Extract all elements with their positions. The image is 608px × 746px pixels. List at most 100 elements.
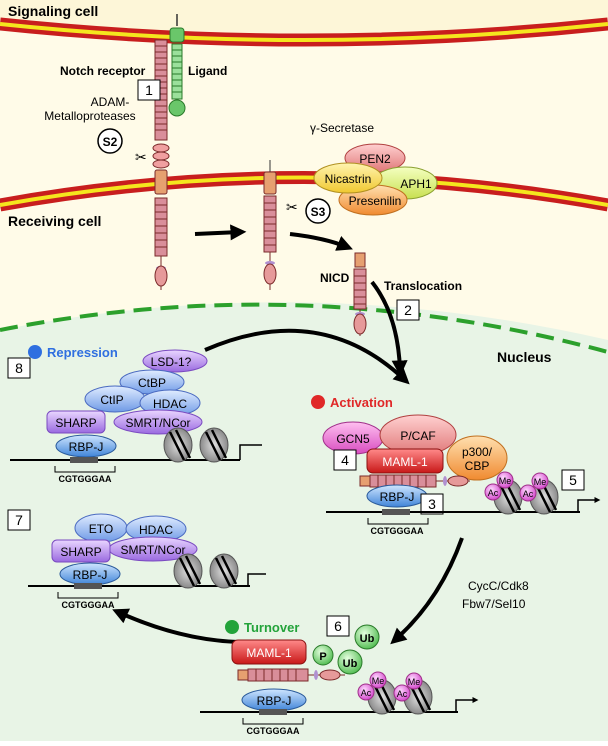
rbpj-label-eto: RBP-J [73, 568, 108, 582]
step-number-2: 2 [404, 302, 412, 318]
turnover-label: Turnover [244, 620, 299, 635]
p300-label-line1: p300/ [462, 445, 493, 459]
motif-repression: CGTGGGAA [59, 474, 112, 484]
sharp-protein-eto [51, 539, 111, 563]
histone-marks-turnover: Me Ac Me Ac [357, 671, 423, 702]
p300-label-line2: CBP [465, 459, 490, 473]
histone-marks-activation: Me Ac Me Ac [484, 471, 549, 502]
s3-release-arrow [289, 232, 353, 251]
ligand-label: Ligand [188, 64, 227, 78]
ubiquitin-1 [354, 624, 380, 650]
ub-label-2: Ub [343, 658, 358, 670]
signaling-membrane [0, 17, 608, 47]
s2-site-label: S2 [103, 135, 118, 149]
return-arrow [112, 608, 239, 644]
step-number-3: 3 [428, 496, 436, 512]
nicd-label: NICD [320, 271, 350, 285]
step-box-2 [396, 299, 420, 321]
sharp-protein-repression [46, 410, 106, 434]
smrt-label-repression: SMRT/NCor [125, 416, 190, 430]
s2-site-circle [97, 128, 123, 154]
cycc-label: CycC/Cdk8 [468, 579, 529, 593]
processing-arrow [194, 224, 247, 241]
motif-activation: CGTGGGAA [371, 526, 424, 536]
step-box-4 [333, 449, 357, 471]
maml-protein-turnover [231, 639, 307, 665]
smrt-label-eto: SMRT/NCor [120, 543, 185, 557]
lsd1-label: LSD-1? [151, 355, 192, 369]
ctip-label: CtIP [100, 393, 123, 407]
me-label-a2: Me [534, 477, 547, 487]
pen2-label: PEN2 [359, 152, 391, 166]
lsd1-protein [142, 349, 208, 373]
maml-label-turnover: MAML-1 [246, 646, 292, 660]
derepression-arrow [204, 328, 410, 385]
fbw7-label: Fbw7/Sel10 [462, 597, 526, 611]
adam-label-line2: Metalloproteases [44, 109, 135, 123]
ac-label-a1: Ac [488, 488, 499, 498]
maml-label-activation: MAML-1 [382, 455, 428, 469]
rbpj-label-turnover: RBP-J [257, 694, 292, 708]
step-number-6: 6 [334, 618, 342, 634]
step-number-7: 7 [15, 512, 23, 528]
p300-protein [446, 435, 508, 481]
step-box-6 [326, 615, 350, 637]
ac-label-t2: Ac [397, 689, 408, 699]
presenilin-label: Presenilin [349, 194, 402, 208]
ac-label-a2: Ac [523, 489, 534, 499]
turnover-dot [225, 620, 239, 634]
ac-label-t1: Ac [361, 688, 372, 698]
step-number-4: 4 [341, 452, 349, 468]
nucleus-label: Nucleus [497, 349, 552, 365]
me-label-a1: Me [499, 476, 512, 486]
rbpj-label-activation: RBP-J [380, 490, 415, 504]
repression-label: Repression [47, 345, 118, 360]
gcn5-label: GCN5 [336, 432, 370, 446]
motif-eto: CGTGGGAA [62, 600, 115, 610]
ub-label-1: Ub [360, 633, 375, 645]
s3-site-label: S3 [311, 205, 326, 219]
motif-turnover: CGTGGGAA [247, 726, 300, 736]
ubiquitin-2 [337, 649, 363, 675]
eto-label: ETO [89, 522, 113, 536]
sharp-label-eto: SHARP [60, 545, 101, 559]
step-number-8: 8 [15, 360, 23, 376]
nicastrin-label: Nicastrin [325, 172, 372, 186]
translocation-label: Translocation [384, 279, 462, 293]
ligand [168, 14, 186, 117]
nicd-bound-turnover [237, 668, 345, 682]
hdac-label-repression: HDAC [153, 397, 187, 411]
turnover-arrow [390, 537, 464, 645]
phospho-site [312, 644, 334, 666]
notch-receptor-cleaved [263, 160, 277, 290]
step-number-5: 5 [569, 472, 577, 488]
step-box-7 [7, 509, 31, 531]
p-label: P [319, 651, 326, 663]
nicd-bound-activation [359, 474, 470, 488]
me-label-t1: Me [372, 676, 385, 686]
nicd [353, 252, 367, 336]
step-box-1 [137, 79, 161, 101]
gamma-secretase-label: γ-Secretase [310, 121, 374, 135]
nuclear-envelope [0, 302, 608, 354]
scissors-icon-s3: ✂ [286, 199, 298, 215]
dna-repression [10, 427, 262, 473]
pcaf-label: P/CAF [400, 429, 435, 443]
activation-dot [311, 395, 325, 409]
signaling-cell-label: Signaling cell [8, 3, 98, 19]
repression-dot [28, 345, 42, 359]
hdac-label-eto: HDAC [139, 523, 173, 537]
notch-receptor-full [152, 39, 170, 290]
nicastrin-protein [313, 162, 383, 194]
ctbp-label: CtBP [138, 376, 166, 390]
adam-label-line1: ADAM- [91, 95, 130, 109]
translocation-arrow [370, 280, 408, 377]
me-label-t2: Me [408, 677, 421, 687]
activation-label: Activation [330, 395, 393, 410]
notch-receptor-label: Notch receptor [60, 64, 146, 78]
sharp-label-repression: SHARP [55, 416, 96, 430]
step-box-8 [7, 357, 31, 379]
dna-eto [28, 553, 266, 599]
